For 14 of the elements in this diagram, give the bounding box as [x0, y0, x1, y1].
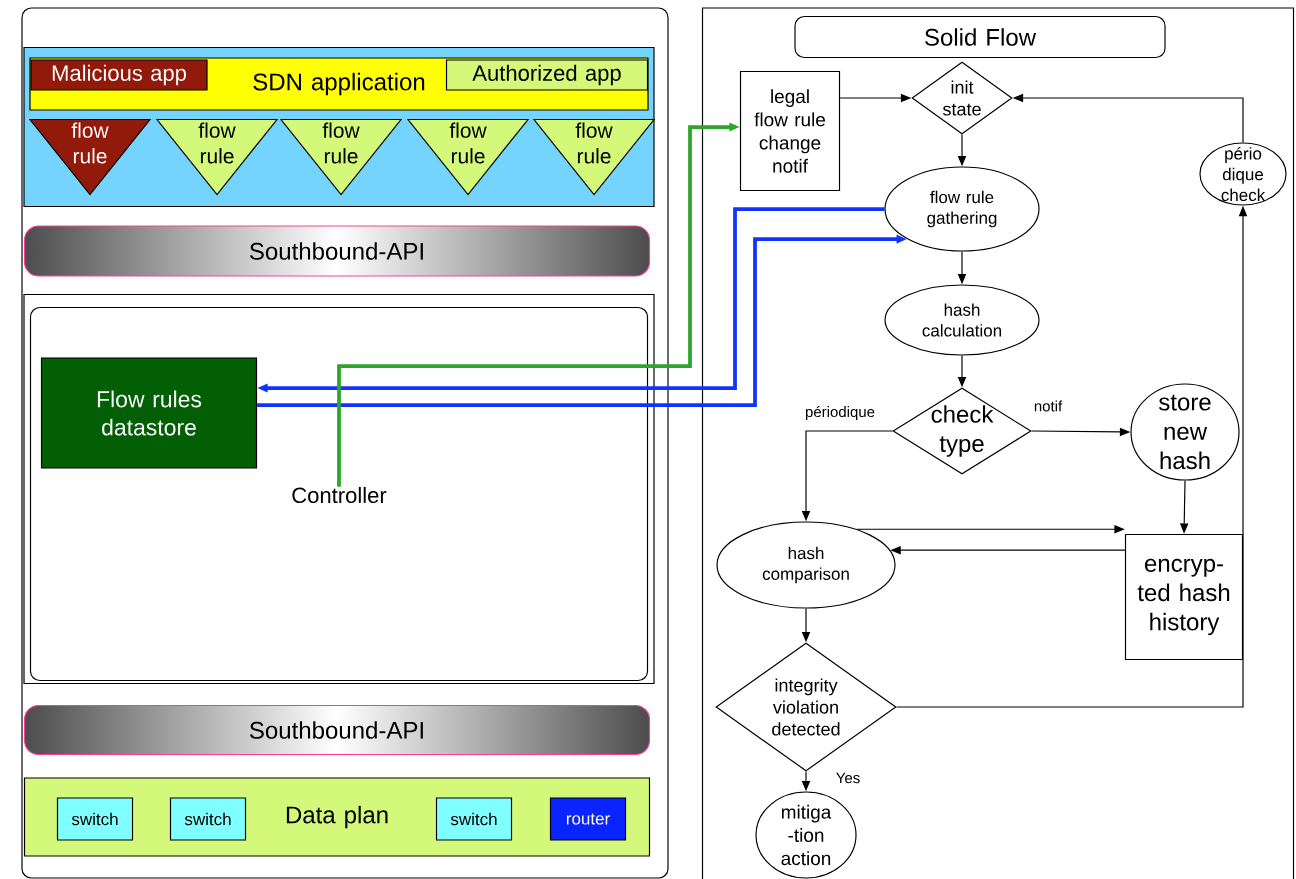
title-box: Solid Flow	[794, 15, 1166, 59]
switch-box: switch	[435, 797, 513, 841]
app-box: Authorized app	[445, 59, 649, 91]
switch-box: switch	[56, 797, 134, 841]
edge-label: notif	[1032, 399, 1064, 413]
controller-label: Controller	[292, 486, 387, 504]
datastore-box: Flow rules datastore	[40, 357, 258, 469]
api-bar: Southbound-API	[23, 704, 651, 756]
process-box: legal flow rule change notif	[739, 70, 841, 192]
router-box: router	[549, 797, 627, 841]
switch-box: switch	[169, 797, 247, 841]
storage-box: encryp- ted hash history	[1124, 533, 1244, 661]
api-bar: Southbound-API	[23, 225, 651, 277]
app-box: Malicious app	[30, 59, 208, 91]
